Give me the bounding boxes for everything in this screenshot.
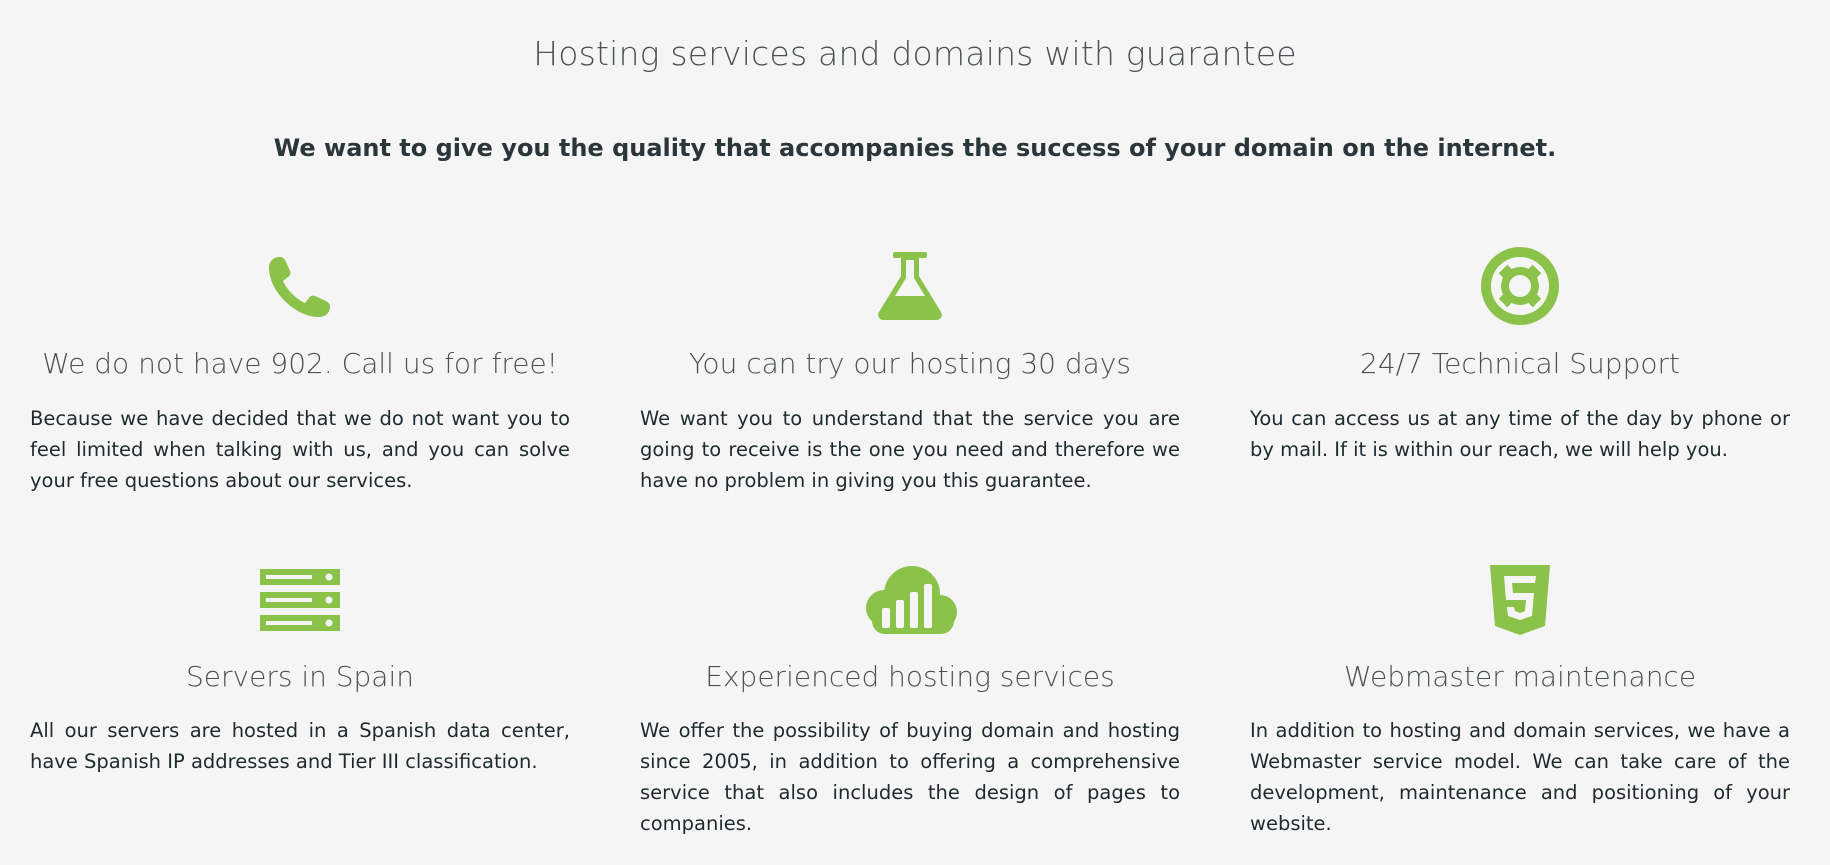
feature-description: You can access us at any time of the day… — [1250, 407, 1790, 461]
feature-title: Servers in Spain — [186, 660, 414, 693]
feature-description: All our servers are hosted in a Spanish … — [30, 719, 570, 773]
feature-title: You can try our hosting 30 days — [689, 347, 1131, 380]
page-subtitle: We want to give you the quality that acc… — [273, 134, 1557, 162]
cloud-signal-icon — [640, 560, 1180, 640]
feature-description: We want you to understand that the servi… — [640, 407, 1180, 492]
feature-description: We offer the possibility of buying domai… — [640, 719, 1180, 835]
feature-experienced-hosting: Experienced hosting services We offer th… — [640, 0, 1180, 865]
html5-icon — [1250, 560, 1790, 640]
phone-icon — [30, 246, 570, 326]
feature-title: Experienced hosting services — [705, 660, 1115, 693]
feature-title: We do not have 902. Call us for free! — [42, 347, 558, 380]
feature-technical-support: 24/7 Technical Support You can access us… — [1250, 0, 1790, 865]
lifebuoy-icon — [1250, 246, 1790, 326]
feature-title: 24/7 Technical Support — [1360, 347, 1680, 380]
feature-title: Webmaster maintenance — [1343, 660, 1697, 693]
feature-description: Because we have decided that we do not w… — [30, 407, 570, 492]
page-title: Hosting services and domains with guaran… — [533, 34, 1297, 73]
feature-description: In addition to hosting and domain servic… — [1250, 719, 1790, 835]
feature-30-day-trial: You can try our hosting 30 days We want … — [640, 0, 1180, 865]
feature-servers-spain: Servers in Spain All our servers are hos… — [30, 0, 570, 865]
feature-free-call: We do not have 902. Call us for free! Be… — [30, 0, 570, 865]
flask-icon — [640, 246, 1180, 326]
feature-webmaster-maintenance: Webmaster maintenance In addition to hos… — [1250, 0, 1790, 865]
server-icon — [30, 560, 570, 640]
